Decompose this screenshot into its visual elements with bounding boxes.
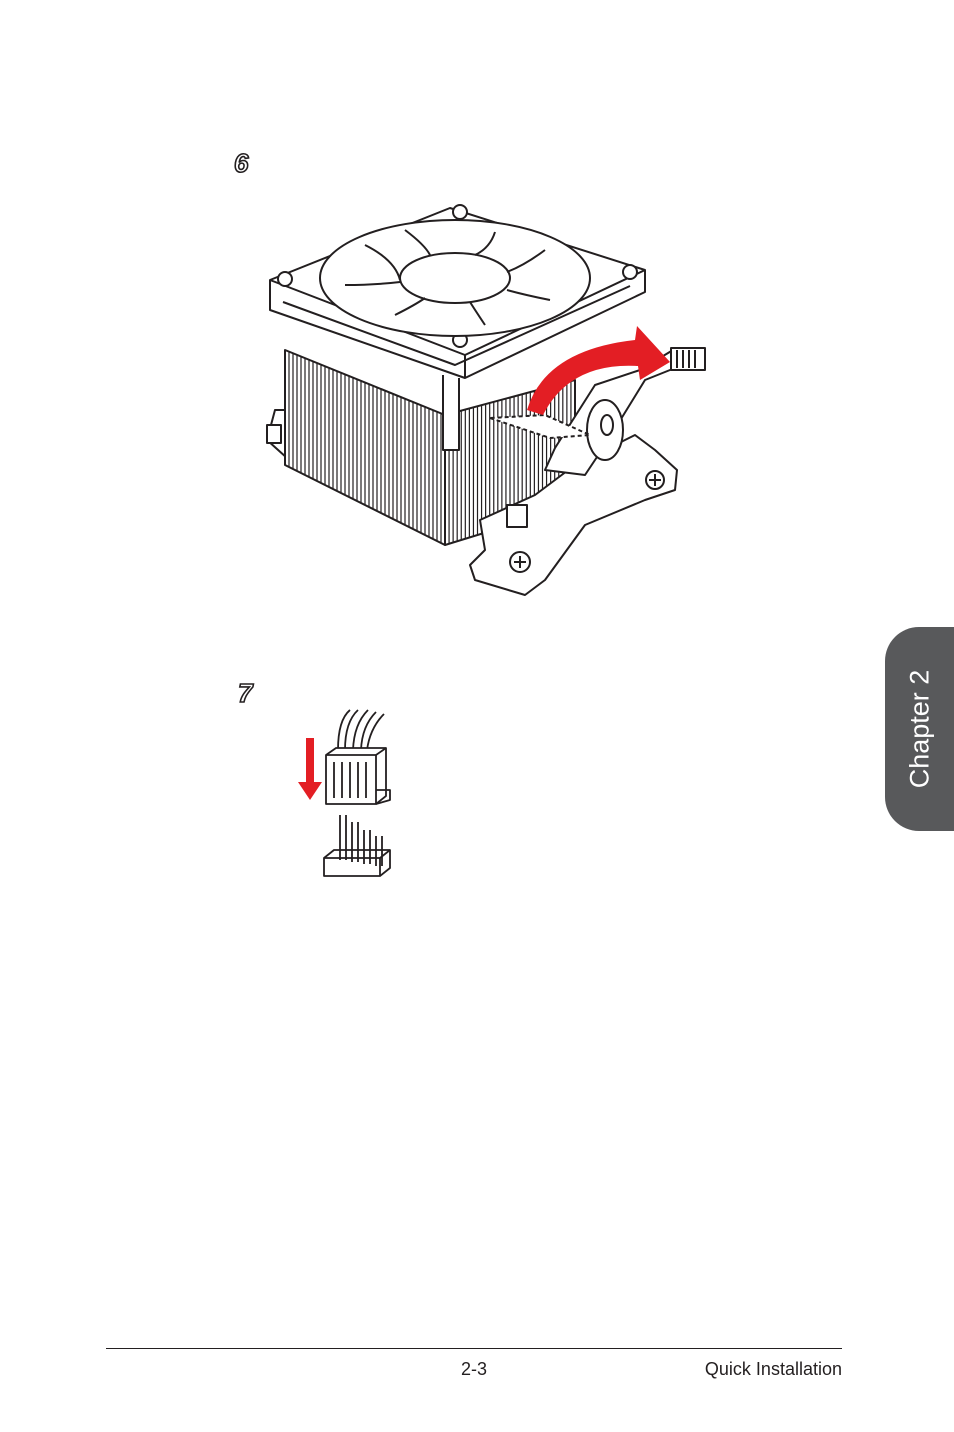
- fan-connector-plug: [326, 748, 390, 804]
- fan-cable: [338, 710, 384, 750]
- step-7-number: 7: [238, 680, 252, 706]
- fan-header: [324, 815, 390, 876]
- step-6-number: 6: [234, 150, 248, 176]
- chapter-tab: Chapter 2: [885, 627, 954, 831]
- section-name: Quick Installation: [705, 1359, 842, 1380]
- fan-connector-illustration: [290, 700, 410, 900]
- footer-rule: [106, 1348, 842, 1349]
- chapter-label: Chapter 2: [904, 670, 935, 789]
- insert-down-arrow: [298, 738, 322, 800]
- cpu-cooler-illustration: [245, 200, 715, 600]
- page-number: 2-3: [461, 1359, 487, 1380]
